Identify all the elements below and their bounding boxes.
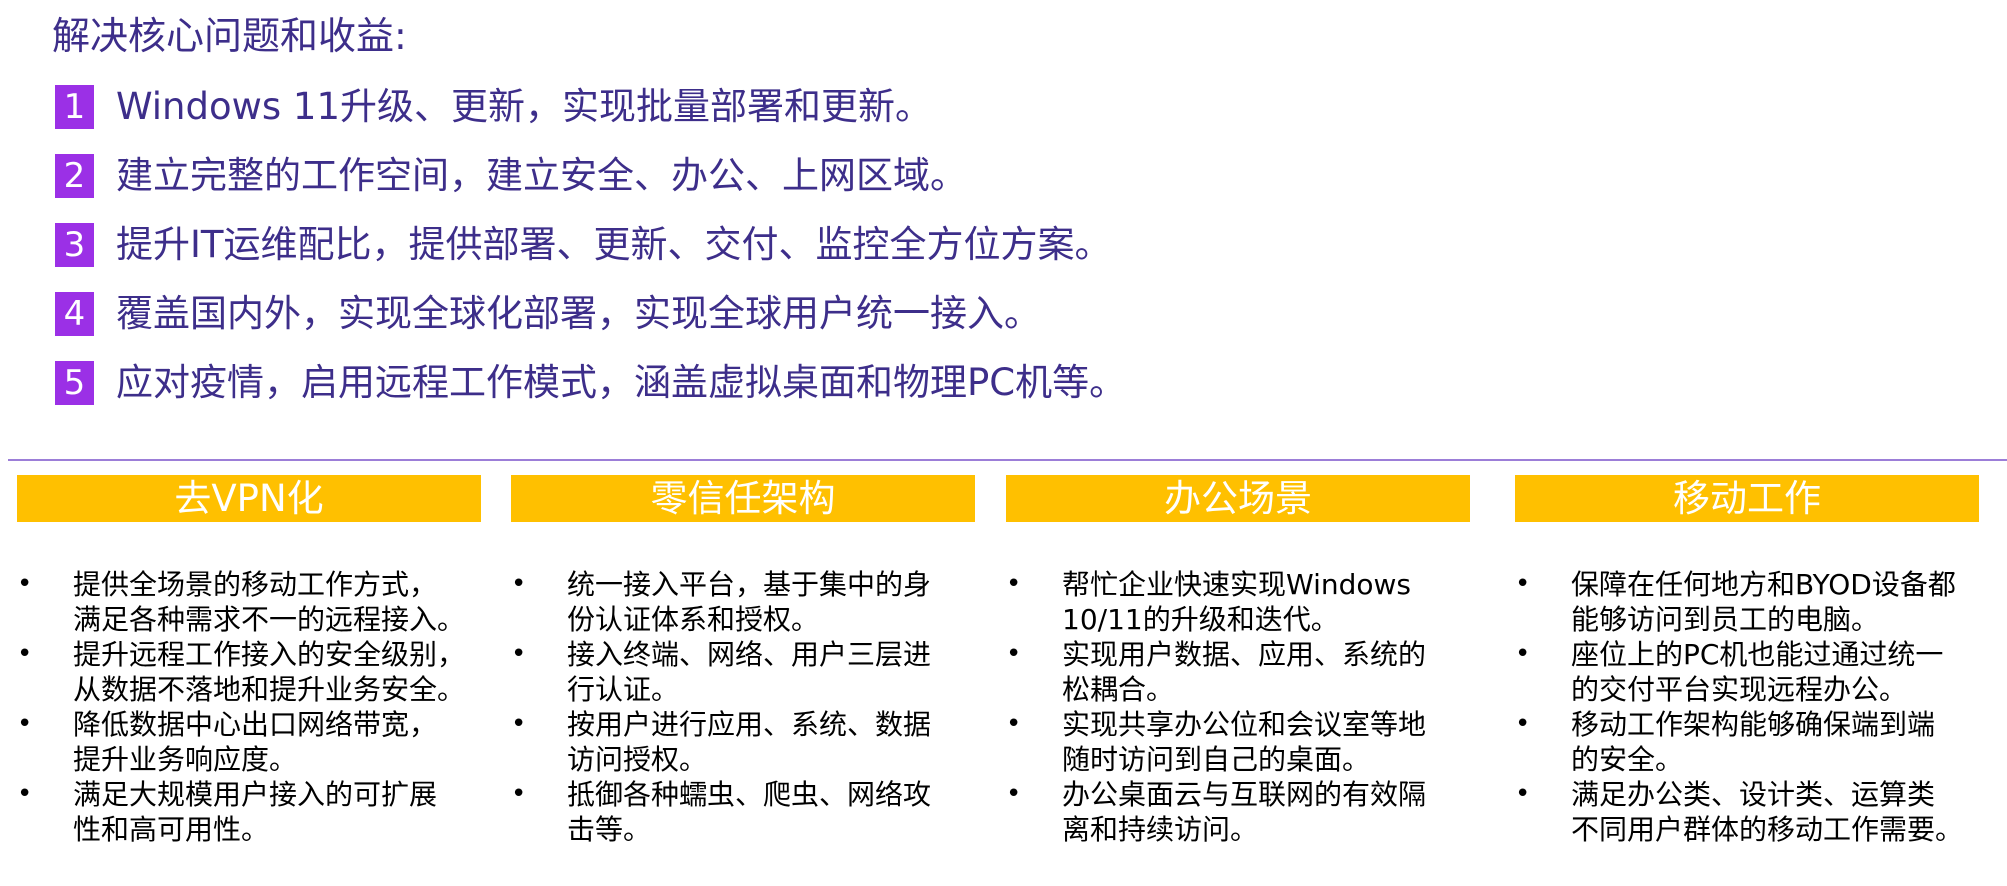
goal-item-4: 4 覆盖国内外，实现全球化部署，实现全球用户统一接入。 (55, 289, 1041, 339)
goal-number-badge: 3 (55, 223, 94, 267)
goal-text: 覆盖国内外，实现全球化部署，实现全球用户统一接入。 (116, 292, 1041, 335)
list-item: •提升远程工作接入的安全级别，从数据不落地和提升业务安全。 (17, 638, 466, 706)
list-item: •实现用户数据、应用、系统的松耦合。 (1006, 638, 1427, 706)
bullet-icon: • (1006, 569, 1022, 599)
section-divider (8, 459, 2007, 461)
list-item: •保障在任何地方和BYOD设备都能够访问到员工的电脑。 (1515, 568, 1956, 636)
column-header: 去VPN化 (17, 475, 481, 522)
list-item: •接入终端、网络、用户三层进行认证。 (511, 638, 932, 706)
bullet-icon: • (17, 639, 33, 669)
list-item: •满足大规模用户接入的可扩展性和高可用性。 (17, 778, 438, 846)
column-remove-vpn: 去VPN化 •提供全场景的移动工作方式，满足各种需求不一的远程接入。 •提升远程… (17, 475, 481, 846)
bullet-icon: • (511, 779, 527, 809)
goal-text: 建立完整的工作空间，建立安全、办公、上网区域。 (116, 154, 967, 197)
column-header: 零信任架构 (511, 475, 975, 522)
bullet-icon: • (1006, 779, 1022, 809)
column-zero-trust: 零信任架构 •统一接入平台，基于集中的身份认证体系和授权。 •接入终端、网络、用… (511, 475, 975, 846)
bullet-list: •保障在任何地方和BYOD设备都能够访问到员工的电脑。 •座位上的PC机也能过通… (1515, 567, 1979, 847)
goal-text: 应对疫情，启用远程工作模式，涵盖虚拟桌面和物理PC机等。 (116, 361, 1127, 404)
bullet-icon: • (17, 779, 33, 809)
bullet-icon: • (1006, 639, 1022, 669)
column-header: 移动工作 (1515, 475, 1979, 522)
bullet-list: •统一接入平台，基于集中的身份认证体系和授权。 •接入终端、网络、用户三层进行认… (511, 567, 975, 847)
bullet-icon: • (1515, 569, 1531, 599)
bullet-icon: • (511, 639, 527, 669)
goal-item-5: 5 应对疫情，启用远程工作模式，涵盖虚拟桌面和物理PC机等。 (55, 358, 1126, 408)
goal-item-2: 2 建立完整的工作空间，建立安全、办公、上网区域。 (55, 151, 967, 201)
bullet-icon: • (17, 569, 33, 599)
goal-number-badge: 5 (55, 361, 94, 405)
goal-text: 提升IT运维配比，提供部署、更新、交付、监控全方位方案。 (116, 223, 1112, 266)
list-item: •抵御各种蠕虫、爬虫、网络攻击等。 (511, 778, 932, 846)
bullet-icon: • (1006, 709, 1022, 739)
list-item: •实现共享办公位和会议室等地随时访问到自己的桌面。 (1006, 708, 1427, 776)
bullet-icon: • (1515, 779, 1531, 809)
list-item: •办公桌面云与互联网的有效隔离和持续访问。 (1006, 778, 1427, 846)
list-item: •提供全场景的移动工作方式，满足各种需求不一的远程接入。 (17, 568, 466, 636)
list-item: •统一接入平台，基于集中的身份认证体系和授权。 (511, 568, 932, 636)
bullet-icon: • (511, 569, 527, 599)
list-item: •按用户进行应用、系统、数据访问授权。 (511, 708, 932, 776)
list-item: •降低数据中心出口网络带宽，提升业务响应度。 (17, 708, 438, 776)
column-header: 办公场景 (1006, 475, 1470, 522)
list-item: •座位上的PC机也能过通过统一的交付平台实现远程办公。 (1515, 638, 1944, 706)
goal-number-badge: 2 (55, 154, 94, 198)
list-item: •移动工作架构能够确保端到端的安全。 (1515, 708, 1936, 776)
list-item: •满足办公类、设计类、运算类不同用户群体的移动工作需要。 (1515, 778, 1964, 846)
goal-item-1: 1 Windows 11升级、更新，实现批量部署和更新。 (55, 82, 932, 132)
goal-number-badge: 4 (55, 292, 94, 336)
bullet-list: •提供全场景的移动工作方式，满足各种需求不一的远程接入。 •提升远程工作接入的安… (17, 567, 481, 847)
goal-text: Windows 11升级、更新，实现批量部署和更新。 (116, 85, 933, 128)
bullet-icon: • (1515, 709, 1531, 739)
bullet-icon: • (511, 709, 527, 739)
bullet-icon: • (1515, 639, 1531, 669)
bullet-icon: • (17, 709, 33, 739)
column-mobile-work: 移动工作 •保障在任何地方和BYOD设备都能够访问到员工的电脑。 •座位上的PC… (1515, 475, 1979, 846)
goal-item-3: 3 提升IT运维配比，提供部署、更新、交付、监控全方位方案。 (55, 220, 1112, 270)
goal-number-badge: 1 (55, 85, 94, 129)
section-heading: 解决核心问题和收益: (52, 14, 407, 58)
